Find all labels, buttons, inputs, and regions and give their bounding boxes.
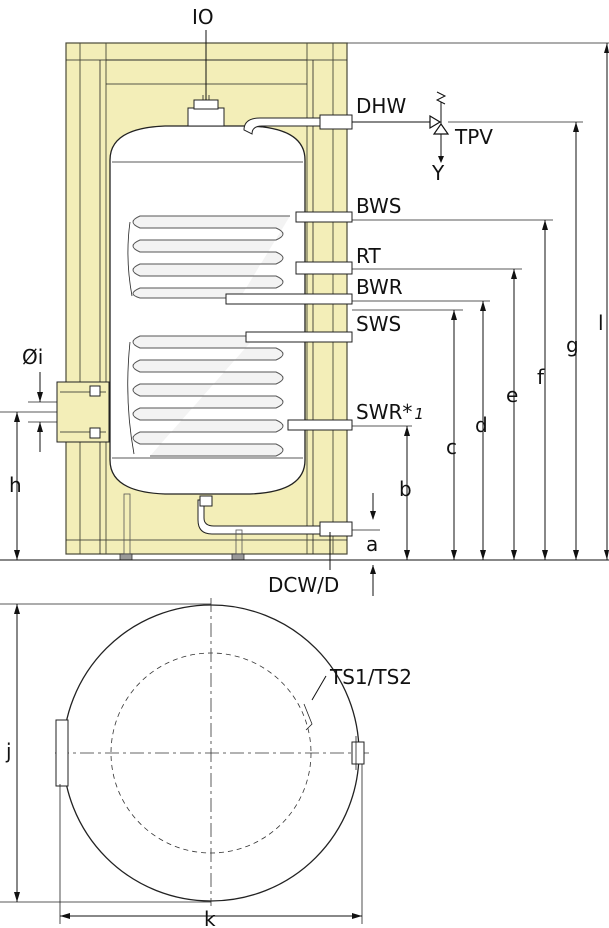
feet [119,493,245,561]
label-sws: SWS [356,312,401,336]
dim-j: j [5,739,12,763]
labels: IO DHW TPV Y BWS RT BWR SWS SWR*1 DCW/D … [5,5,604,928]
label-bws: BWS [356,194,401,218]
upper-coil [127,211,353,305]
label-rt: RT [356,244,381,268]
dim-k: k [204,907,216,928]
label-y: Y [431,161,445,185]
dim-c: c [446,435,457,459]
tpv-valve-icon [352,91,583,163]
inspection-opening [187,30,225,127]
frame-left-post [79,42,107,555]
dim-l: l [598,311,604,335]
label-tpv: TPV [454,125,493,149]
dim-a: a [366,532,378,556]
label-dhw: DHW [356,94,406,118]
dim-h: h [9,473,22,497]
rt-sleeve [295,261,353,275]
dim-f: f [537,365,545,389]
label-oi: Øi [22,345,43,369]
label-bwr: BWR [356,275,403,299]
dim-e: e [506,383,518,407]
label-swr-note: 1 [414,405,424,423]
dimension-lines [0,42,609,596]
label-swr-main: SWR* [356,400,412,424]
top-view [0,598,372,924]
label-swr: SWR*1 [356,400,424,424]
label-ts1-ts2: TS1/TS2 [329,665,412,689]
dim-b: b [399,477,412,501]
dim-d: d [475,413,488,437]
sensor-well [56,381,110,443]
dim-g: g [566,333,579,357]
label-dcw-d: DCW/D [268,573,339,597]
lower-coil [127,331,353,457]
side-view [0,30,609,596]
label-io: IO [192,5,214,29]
